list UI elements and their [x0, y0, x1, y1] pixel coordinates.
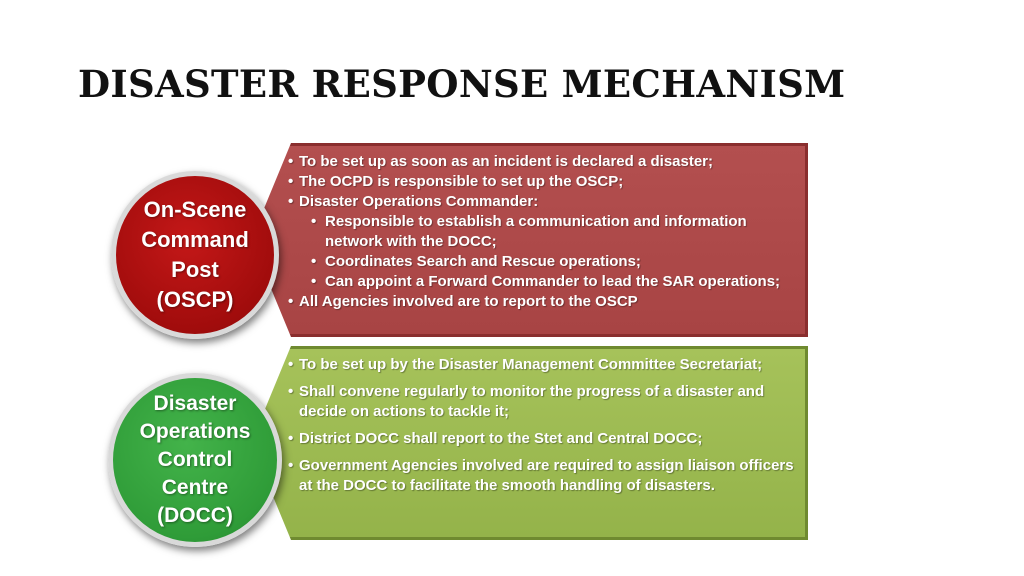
oscp-details: To be set up as soon as an incident is d… — [283, 152, 803, 312]
oscp-sub-item: Coordinates Search and Rescue operations… — [283, 252, 803, 272]
docc-circle: Disaster Operations Control Centre (DOCC… — [108, 373, 282, 547]
oscp-item: All Agencies involved are to report to t… — [283, 292, 803, 312]
slide-title: DISASTER RESPONSE MECHANISM — [78, 62, 846, 106]
docc-circle-label: Disaster Operations Control Centre (DOCC… — [139, 392, 251, 527]
docc-item: District DOCC shall report to the Stet a… — [283, 429, 803, 449]
oscp-sub-item: Responsible to establish a communication… — [283, 212, 803, 252]
docc-item: Government Agencies involved are require… — [283, 456, 803, 496]
docc-item: Shall convene regularly to monitor the p… — [283, 382, 803, 422]
oscp-circle: On-Scene Command Post (OSCP) — [111, 171, 279, 339]
oscp-sub-item: Can appoint a Forward Commander to lead … — [283, 272, 803, 292]
docc-item: To be set up by the Disaster Management … — [283, 355, 803, 375]
oscp-list: To be set up as soon as an incident is d… — [283, 152, 803, 312]
docc-list: To be set up by the Disaster Management … — [283, 355, 803, 496]
oscp-circle-label: On-Scene Command Post (OSCP) — [141, 197, 249, 312]
docc-details: To be set up by the Disaster Management … — [283, 355, 803, 503]
oscp-item: The OCPD is responsible to set up the OS… — [283, 172, 803, 192]
oscp-item: Disaster Operations Commander: — [283, 192, 803, 212]
oscp-item: To be set up as soon as an incident is d… — [283, 152, 803, 172]
